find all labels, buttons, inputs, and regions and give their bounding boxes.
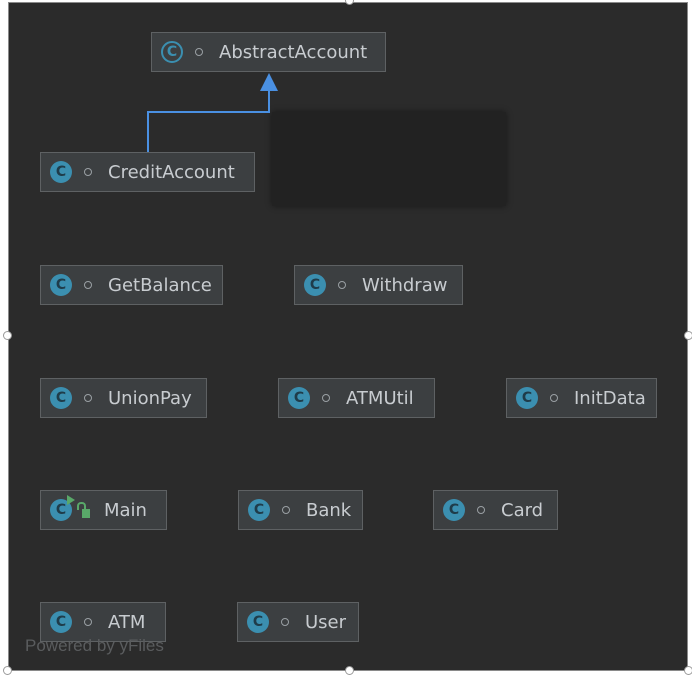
visibility-icon <box>84 281 92 289</box>
class-node-bank[interactable]: C Bank <box>238 490 363 530</box>
runnable-class-icon: C <box>50 495 75 521</box>
diagram-canvas[interactable] <box>8 2 688 671</box>
resize-handle-top[interactable] <box>345 0 354 5</box>
abstract-class-icon: C <box>161 41 183 63</box>
visibility-icon <box>84 168 92 176</box>
class-icon: C <box>516 387 538 409</box>
class-node-init-data[interactable]: C InitData <box>506 378 657 418</box>
class-icon: C <box>50 611 72 633</box>
visibility-icon <box>550 394 558 402</box>
yfiles-watermark: Powered by yFiles <box>25 636 164 655</box>
visibility-icon <box>281 618 289 626</box>
resize-handle-bottom-left[interactable] <box>3 666 12 675</box>
visibility-icon <box>84 618 92 626</box>
class-node-card[interactable]: C Card <box>433 490 558 530</box>
visibility-icon <box>195 48 203 56</box>
resize-handle-bottom-right[interactable] <box>684 666 692 675</box>
class-node-main[interactable]: C Main <box>40 490 167 530</box>
visibility-icon <box>322 394 330 402</box>
class-node-get-balance[interactable]: C GetBalance <box>40 265 223 305</box>
resize-handle-left[interactable] <box>3 331 12 340</box>
class-label: UnionPay <box>108 387 192 409</box>
class-icon: C <box>288 387 310 409</box>
visibility-icon <box>477 506 485 514</box>
class-icon: C <box>248 499 270 521</box>
class-label: User <box>305 611 347 633</box>
run-badge-icon <box>67 495 75 505</box>
class-node-atm-util[interactable]: C ATMUtil <box>278 378 435 418</box>
class-icon: C <box>304 274 326 296</box>
class-icon: C <box>247 611 269 633</box>
class-label: CreditAccount <box>108 161 235 183</box>
class-label: Bank <box>306 499 352 521</box>
class-node-withdraw[interactable]: C Withdraw <box>294 265 463 305</box>
popup-shadow-panel <box>272 112 506 206</box>
class-node-abstract-account[interactable]: C AbstractAccount <box>151 32 386 72</box>
class-node-atm[interactable]: C ATM <box>40 602 166 642</box>
class-label: Main <box>104 499 147 521</box>
visibility-icon <box>338 281 346 289</box>
resize-handle-right[interactable] <box>684 331 692 340</box>
class-node-credit-account[interactable]: C CreditAccount <box>40 152 255 192</box>
class-label: Withdraw <box>362 274 448 296</box>
class-icon: C <box>50 161 72 183</box>
class-label: Card <box>501 499 544 521</box>
class-icon: C <box>50 387 72 409</box>
class-icon: C <box>443 499 465 521</box>
class-icon: C <box>50 274 72 296</box>
class-label: InitData <box>574 387 646 409</box>
class-label: ATMUtil <box>346 387 414 409</box>
class-label: AbstractAccount <box>219 41 368 63</box>
resize-handle-bottom[interactable] <box>345 666 354 675</box>
class-node-user[interactable]: C User <box>237 602 359 642</box>
class-label: ATM <box>108 611 146 633</box>
class-label: GetBalance <box>108 274 212 296</box>
visibility-icon <box>282 506 290 514</box>
visibility-icon <box>84 394 92 402</box>
lock-icon <box>77 501 90 518</box>
class-node-union-pay[interactable]: C UnionPay <box>40 378 207 418</box>
